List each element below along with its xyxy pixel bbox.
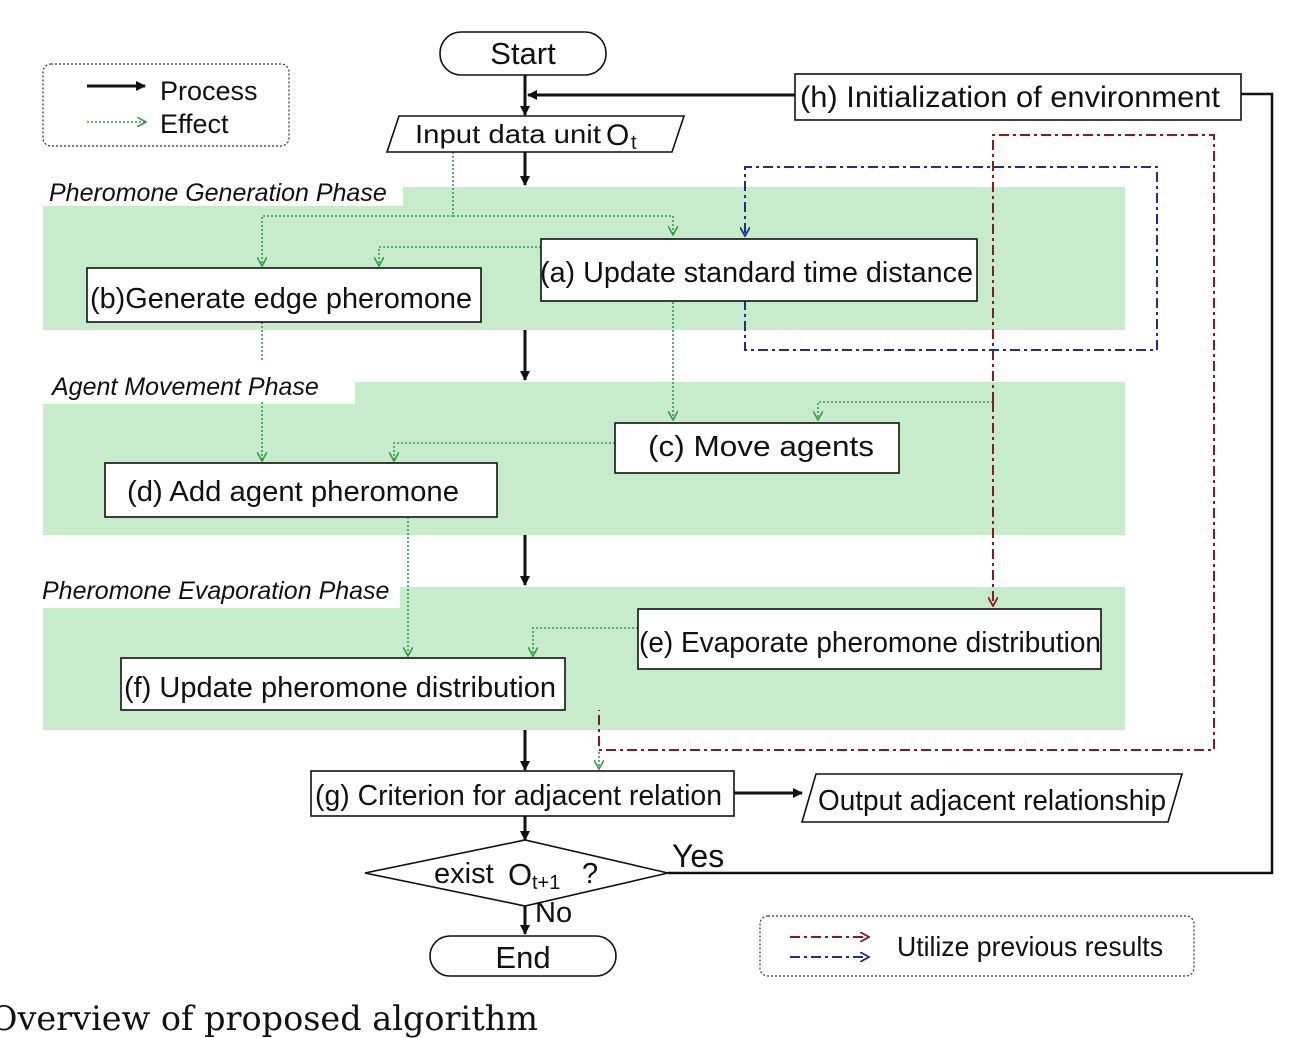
node-c-move-agents: (c) Move agents [614,422,900,474]
node-e-label: (e) Evaporate pheromone distribution [639,627,1101,659]
node-d-label: (d) Add agent pheromone [127,476,459,508]
node-h-label: (h) Initialization of environment [800,81,1221,114]
node-d-add-agent-pheromone: (d) Add agent pheromone [104,462,498,518]
node-g-label: (g) Criterion for adjacent relation [315,780,722,812]
decision-subscript: t+1 [532,872,560,894]
node-f-update-pheromone-distribution: (f) Update pheromone distribution [120,657,566,711]
node-h-initialization: (h) Initialization of environment [794,73,1242,121]
output-node: Output adjacent relationship [800,773,1184,823]
decision-symbol: O [508,857,532,892]
node-c-label: (c) Move agents [648,431,874,463]
phase-label-generation: Pheromone Generation Phase [49,179,387,207]
input-data-node: Input data unit O t [385,115,686,154]
node-a-update-time-distance: (a) Update standard time distance [540,238,978,302]
legend-utilize-label: Utilize previous results [897,931,1163,962]
no-label: No [535,897,572,929]
phase-label-movement: Agent Movement Phase [50,373,319,401]
input-label: Input data unit [415,119,602,149]
output-label: Output adjacent relationship [818,785,1166,817]
end-label: End [495,940,550,975]
node-b-generate-edge-pheromone: (b)Generate edge pheromone [86,267,482,323]
end-terminal: End [429,935,617,977]
legend-utilize: Utilize previous results [759,915,1195,977]
decision-exist-next: exist O t+1 ? [364,839,669,907]
legend-effect-label: Effect [160,109,229,139]
legend-process-label: Process [160,76,258,106]
figure-caption: Overview of proposed algorithm [0,999,538,1038]
decision-prefix: exist [434,858,494,890]
start-label: Start [490,36,556,71]
node-g-criterion: (g) Criterion for adjacent relation [310,770,735,817]
yes-label: Yes [672,838,724,874]
input-subscript: t [631,132,637,154]
legend-process-effect: Process Effect [42,63,290,147]
decision-suffix: ? [582,858,598,890]
input-symbol: O [606,119,629,152]
phase-label-evaporation: Pheromone Evaporation Phase [42,577,389,605]
start-terminal: Start [439,31,607,76]
node-f-label: (f) Update pheromone distribution [124,672,556,704]
node-a-label: (a) Update standard time distance [540,257,973,289]
node-e-evaporate-pheromone: (e) Evaporate pheromone distribution [637,608,1102,670]
node-b-label: (b)Generate edge pheromone [90,283,472,315]
